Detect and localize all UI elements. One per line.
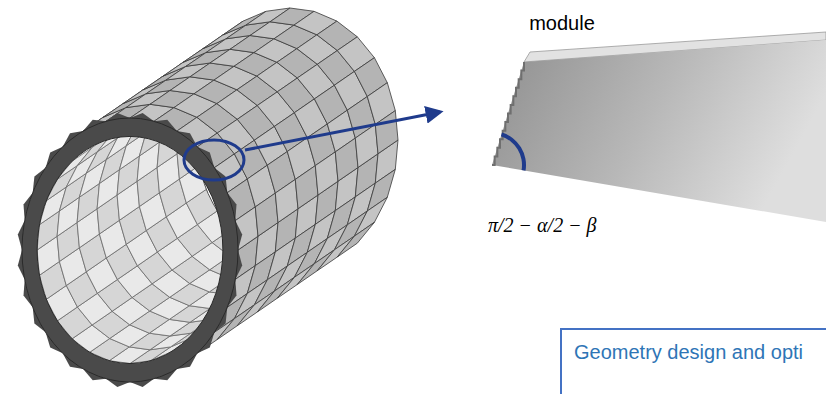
inner-tile [250, 264, 291, 281]
module-tile [355, 124, 378, 167]
inner-tile [290, 243, 328, 270]
inner-tile [231, 284, 271, 306]
inner-tile [249, 251, 290, 268]
module-tile [257, 277, 294, 312]
module-tile [275, 179, 298, 222]
inner-ground [0, 0, 420, 394]
callout-circle [184, 140, 244, 180]
inner-tile [157, 79, 192, 111]
angle-arc [501, 133, 526, 171]
box-text: Geometry design and opti [574, 340, 803, 364]
text-box: Geometry design and opti [560, 328, 826, 394]
module-face [492, 40, 826, 222]
front-ring [22, 118, 238, 382]
module-tile [235, 207, 258, 250]
module-tile [297, 250, 334, 285]
inner-tile [177, 65, 212, 97]
inner-tile [270, 256, 308, 283]
angle-formula: π/2 − α/2 − β [488, 214, 597, 237]
cylinder-drawing [0, 0, 420, 394]
module-tile [295, 166, 318, 209]
inner-tile [179, 91, 206, 129]
inner-tile [230, 284, 268, 311]
module-tile [255, 193, 278, 236]
inner-tile [251, 270, 291, 292]
inner-tile [270, 251, 311, 268]
module-tile [315, 152, 338, 195]
inner-tile [197, 51, 232, 83]
module-drawing [492, 32, 826, 222]
part-name: module [529, 12, 595, 35]
inner-tile [186, 69, 217, 104]
module-tile [375, 111, 398, 154]
inner-tile [310, 229, 348, 256]
cylinder-inside [0, 0, 420, 394]
module-tile [237, 291, 274, 326]
inner-tile [271, 256, 311, 278]
module-tile [335, 138, 358, 181]
inner-tile [250, 270, 288, 297]
inner-tile [166, 83, 197, 118]
module-tile [277, 264, 314, 299]
module-tile [317, 236, 354, 271]
inner-tile [291, 242, 331, 264]
module-tile [354, 197, 387, 236]
zoom-arrow [245, 112, 440, 150]
module-tile [337, 222, 374, 257]
